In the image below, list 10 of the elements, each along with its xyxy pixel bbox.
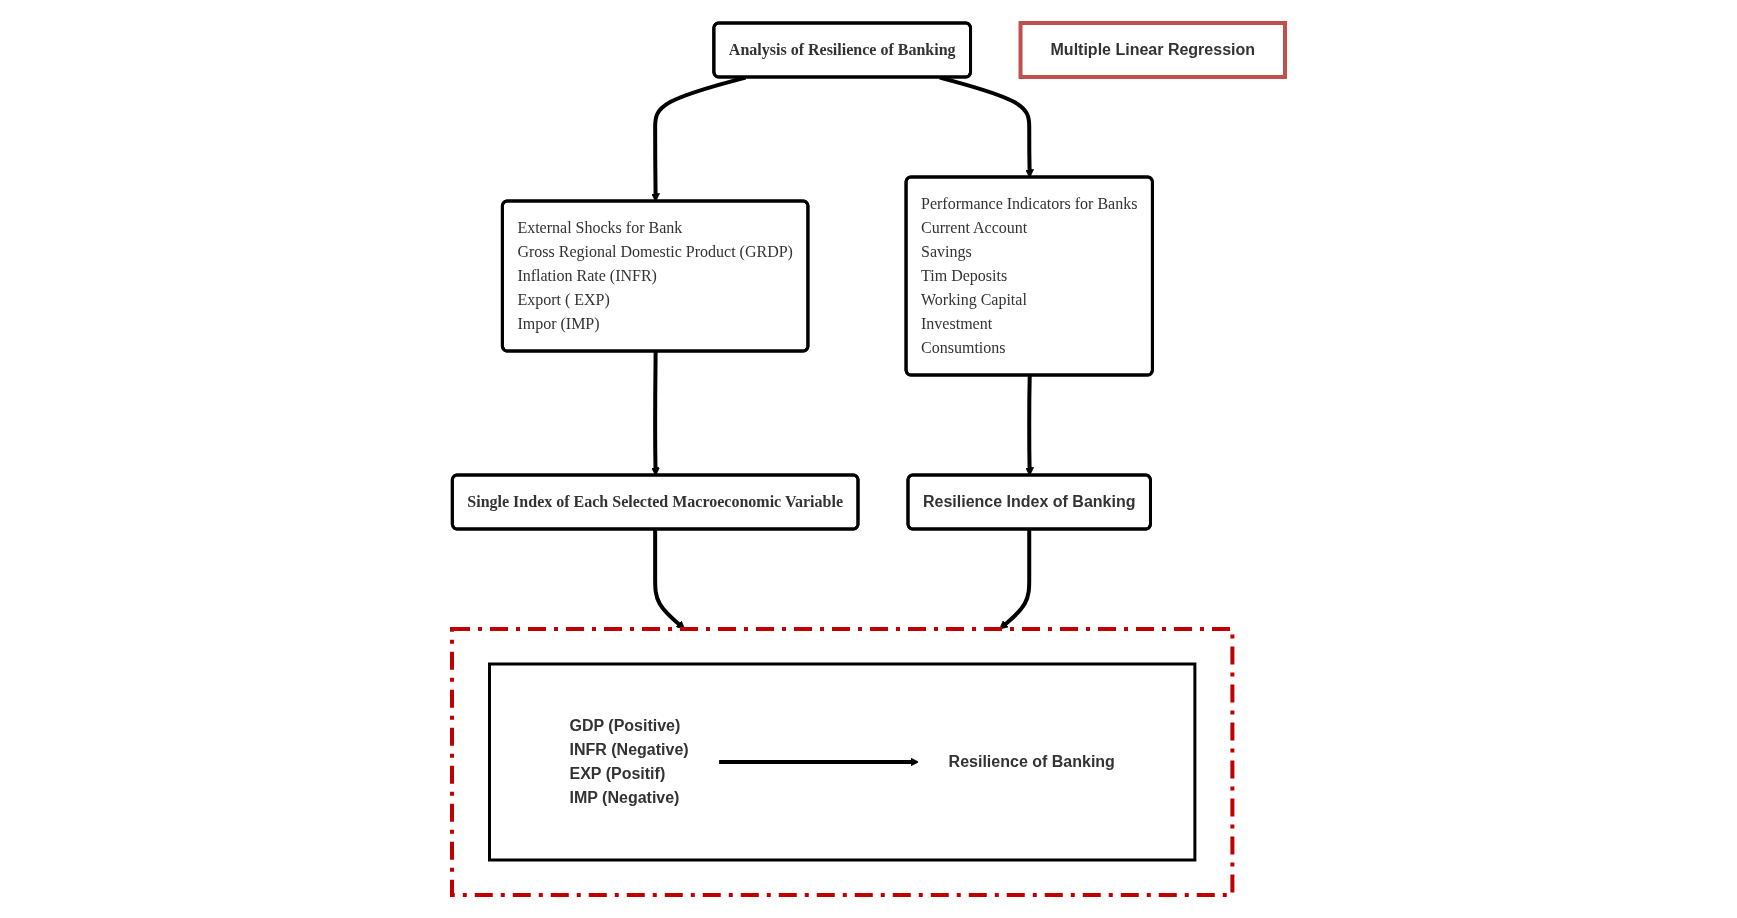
arrow: [651, 351, 660, 476]
cluster: [488, 662, 1197, 862]
arrow: [999, 529, 1032, 630]
arrow: [653, 529, 686, 630]
cluster: [450, 627, 1235, 897]
node-text: GDP (Positive) INFR (Negative) EXP (Positif) IMP (Negative): [569, 717, 689, 806]
arrow: [1025, 375, 1034, 476]
node-text: Resilience of Banking: [948, 753, 1115, 770]
node-box: Multiple Linear Regression: [1018, 21, 1287, 79]
arrow: [718, 757, 919, 767]
